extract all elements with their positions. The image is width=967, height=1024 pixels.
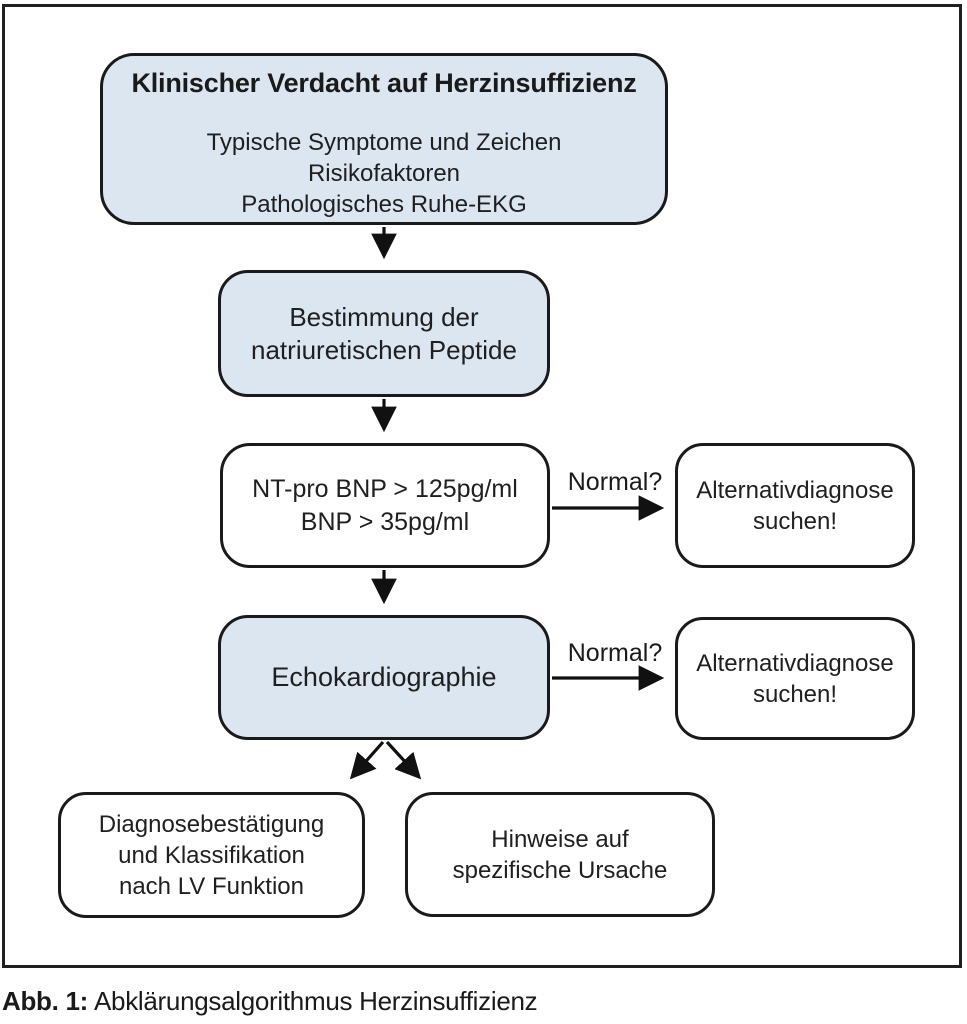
node-title: Klinischer Verdacht auf Herzinsuffizienz [131, 68, 637, 98]
figure-caption-text: Abklärungsalgorithmus Herzinsuffizienz [94, 986, 538, 1016]
node-echokardiographie: Echokardiographie [218, 615, 550, 740]
node-line: Diagnosebestätigung [98, 810, 325, 838]
node-line: spezifische Ursache [452, 856, 668, 884]
edge-label-normal-2: Normal? [567, 639, 663, 667]
figure-caption: Abb. 1:Abklärungsalgorithmus Herzinsuffi… [2, 986, 538, 1017]
node-line: BNP > 35pg/ml [300, 507, 470, 536]
node-line: und Klassifikation [118, 841, 305, 869]
node-line: Alternativdiagnose [696, 476, 894, 504]
figure-caption-label: Abb. 1: [2, 986, 89, 1016]
node-line: Hinweise auf [491, 825, 629, 853]
node-line: NT-pro BNP > 125pg/ml [252, 474, 518, 503]
edge-label-normal-1: Normal? [567, 468, 663, 496]
node-alternativdiagnose-1: Alternativdiagnose suchen! [675, 443, 915, 568]
node-line: suchen! [752, 680, 838, 708]
node-line: Alternativdiagnose [696, 649, 894, 677]
node-diagnosebestaetigung: Diagnosebestätigung und Klassifikation n… [58, 792, 365, 918]
node-line: Echokardiographie [271, 662, 497, 692]
node-line: suchen! [752, 507, 838, 535]
node-alternativdiagnose-2: Alternativdiagnose suchen! [675, 617, 915, 740]
node-line: Pathologisches Ruhe-EKG [241, 191, 527, 218]
node-spezifische-ursache: Hinweise auf spezifische Ursache [405, 792, 715, 917]
node-line: Bestimmung der [289, 301, 479, 332]
node-natriuretische-peptide: Bestimmung der natriuretischen Peptide [218, 270, 550, 397]
node-line: Typische Symptome und Zeichen [206, 129, 562, 156]
node-line: nach LV Funktion [118, 872, 304, 900]
node-bnp-grenzwerte: NT-pro BNP > 125pg/ml BNP > 35pg/ml [220, 443, 550, 568]
node-klinischer-verdacht: Klinischer Verdacht auf Herzinsuffizienz… [100, 53, 668, 225]
node-line: Risikofaktoren [307, 160, 461, 187]
node-line: natriuretischen Peptide [251, 334, 517, 365]
